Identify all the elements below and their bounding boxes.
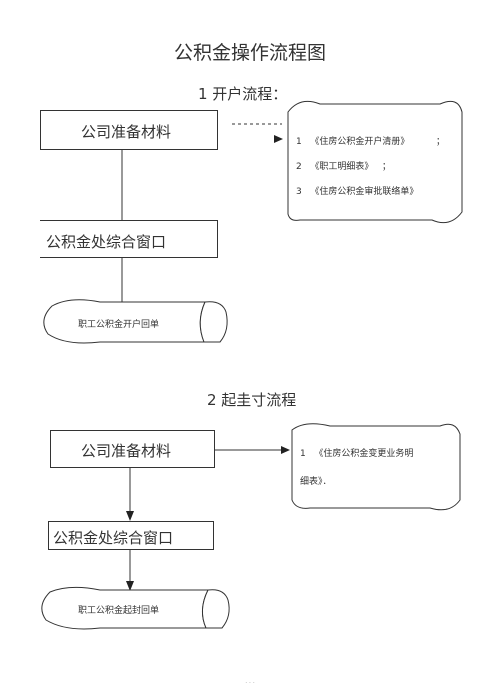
receipt-banner-2-end [202, 589, 230, 629]
doc-item-3: 3 《住房公积金审批联络单》 [296, 187, 419, 197]
box-materials-1-label: 公司准备材料 [81, 123, 172, 141]
doc-2-line-1: 1 《住房公积金变更业务明 [300, 449, 414, 459]
page-footer-mark: · · · [245, 680, 255, 687]
receipt-2-label: 职工公积金起封回单 [78, 606, 160, 616]
box-window-2: 公积金处综合窗口 [48, 521, 214, 550]
receipt-1-label: 职工公积金开户回单 [78, 320, 160, 330]
page-title: 公积金操作流程图 [173, 42, 326, 64]
documents-scroll-2 [291, 423, 461, 511]
box-window-1: 公积金处综合窗口 [40, 220, 218, 258]
box-window-2-label: 公积金处综合窗口 [53, 529, 174, 547]
doc-2-line-2: 细表》． [300, 477, 332, 487]
receipt-banner-1-end [199, 301, 228, 343]
doc-item-1-punct: ； [436, 137, 446, 147]
box-window-1-label: 公积金处综合窗口 [46, 233, 167, 251]
doc-item-2: 2 《职工明细表》 ； [296, 162, 391, 172]
section-2-heading: 2 起圭寸流程 [207, 391, 297, 409]
documents-scroll-1 [287, 100, 463, 224]
arrowhead-docs-2 [281, 446, 290, 454]
box-materials-1: 公司准备材料 [40, 110, 218, 150]
arrowhead-window-2 [126, 511, 134, 521]
arrowhead-receipt-2 [126, 581, 134, 591]
box-materials-2-label: 公司准备材料 [81, 442, 172, 460]
box-materials-2: 公司准备材料 [50, 430, 215, 468]
section-1-heading: 1 开户流程： [198, 85, 288, 103]
doc-item-1: 1 《住房公积金开户清册》 [296, 137, 410, 147]
arrowhead-docs-1 [274, 135, 283, 143]
